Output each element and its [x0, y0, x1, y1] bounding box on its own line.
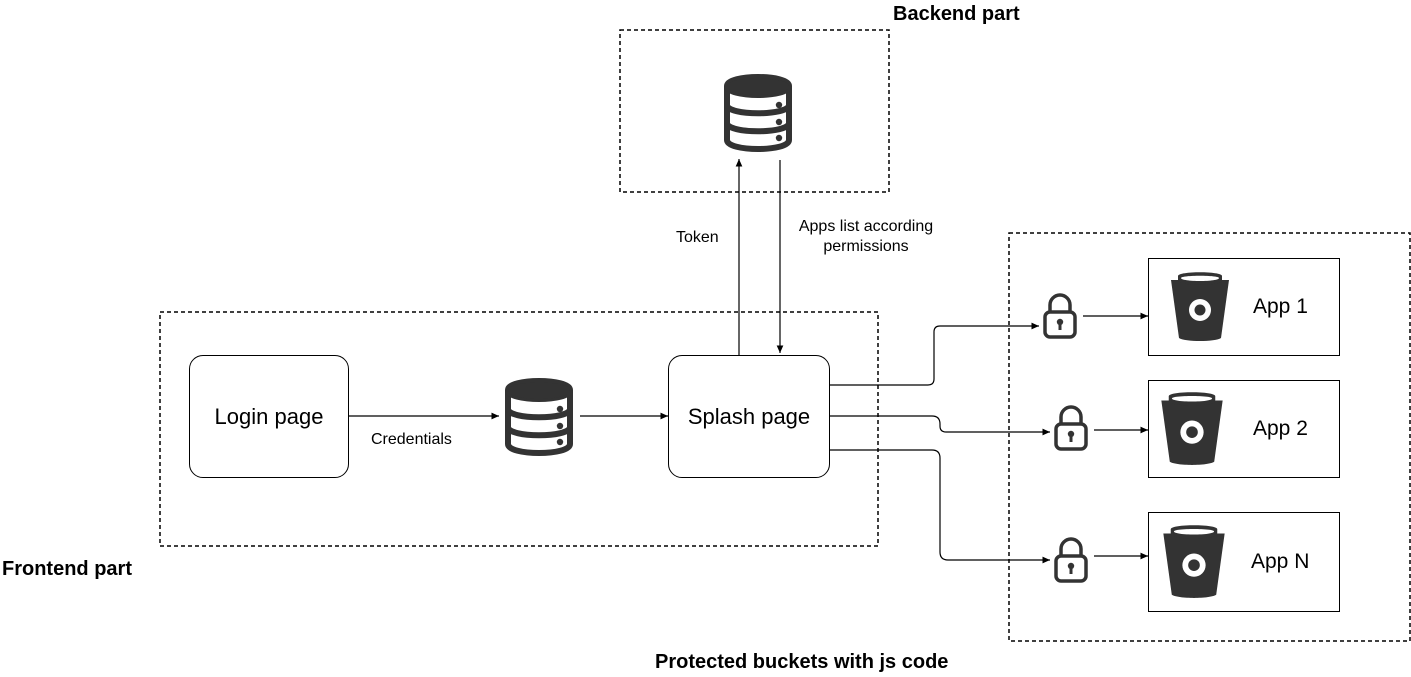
- credentials-label: Credentials: [371, 431, 452, 448]
- bucket-icon: [1161, 525, 1227, 599]
- frontend-group: [159, 311, 879, 547]
- app-n-node: App N: [1148, 512, 1340, 612]
- apps-list-label: Apps list according permissions: [786, 217, 946, 257]
- login-page-label: Login page: [214, 403, 324, 429]
- splash-page-node: Splash page: [668, 355, 830, 478]
- login-page-node: Login page: [189, 355, 349, 478]
- backend-database-icon: [727, 77, 789, 149]
- apps-list-label-line-1: Apps list according: [798, 218, 934, 235]
- lock-icon-app-1: [1043, 293, 1077, 339]
- lock-icon-app-2: [1054, 405, 1088, 451]
- buckets-group-label: Protected buckets with js code: [655, 651, 949, 673]
- apps-list-label-line-2: permissions: [823, 238, 909, 255]
- app-1-node: App 1: [1148, 258, 1340, 356]
- app-2-label: App 2: [1253, 417, 1308, 440]
- app-2-node: App 2: [1148, 380, 1340, 478]
- bucket-icon: [1159, 392, 1225, 466]
- buckets-group: [1008, 232, 1411, 642]
- frontend-group-label: Frontend part: [2, 558, 132, 580]
- app-n-label: App N: [1251, 550, 1310, 573]
- app-1-label: App 1: [1253, 295, 1308, 318]
- bucket-icon: [1169, 272, 1231, 342]
- splash-page-label: Splash page: [687, 403, 811, 429]
- edge-splash-to-lock-1: [830, 322, 1039, 386]
- frontend-database-icon: [508, 381, 570, 453]
- edge-splash-to-lock-n: [830, 449, 1050, 564]
- edge-splash-to-lock-2: [830, 415, 1050, 436]
- backend-group: [619, 29, 890, 193]
- lock-icon-app-n: [1054, 537, 1088, 583]
- token-label: Token: [676, 229, 719, 246]
- backend-group-label: Backend part: [893, 3, 1020, 25]
